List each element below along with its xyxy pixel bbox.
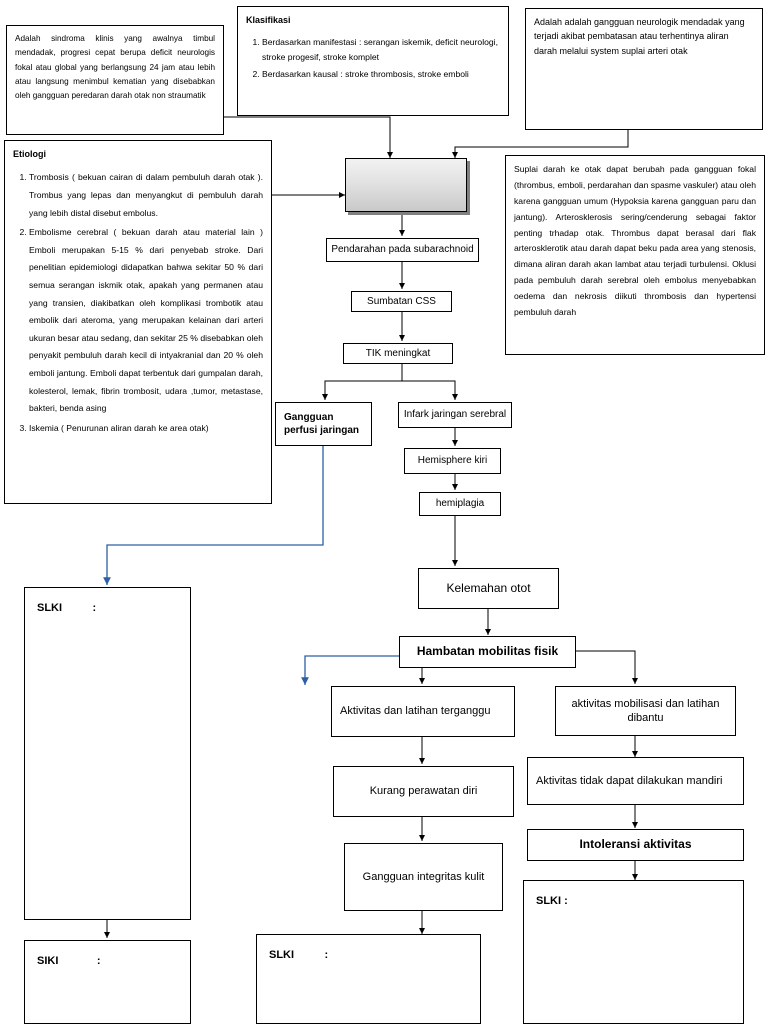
gangguan-perfusi-text: Gangguan perfusi jaringan — [284, 411, 360, 437]
hemiplagia-text: hemiplagia — [435, 498, 485, 510]
pendarahan-text: Pendarahan pada subarachnoid — [331, 244, 474, 256]
aktivitas-terganggu-text: Aktivitas dan latihan terganggu — [340, 705, 491, 718]
klasifikasi-item: Berdasarkan kausal : stroke thrombosis, … — [262, 67, 500, 82]
gangguan-perfusi-box: Gangguan perfusi jaringan — [275, 402, 372, 446]
etiologi-box: Etiologi Trombosis ( bekuan cairan di da… — [4, 140, 272, 504]
pendarahan-subarachnoid-box: Pendarahan pada subarachnoid — [326, 238, 479, 262]
hemisphere-kiri-box: Hemisphere kiri — [404, 448, 501, 474]
gangguan-integritas-text: Gangguan integritas kulit — [362, 870, 485, 883]
definisi-kanan-text: Adalah adalah gangguan neurologik mendad… — [534, 17, 745, 56]
kelemahan-otot-box: Kelemahan otot — [418, 568, 559, 609]
etiologi-item: Trombosis ( bekuan cairan di dalam pembu… — [29, 169, 263, 222]
slki-right-label: SLKI : — [536, 895, 568, 907]
definisi-kanan-box: Adalah adalah gangguan neurologik mendad… — [525, 8, 763, 130]
aktivitas-mandiri-box: Aktivitas tidak dapat dilakukan mandiri — [527, 757, 744, 805]
definisi-kiri-box: Adalah sindroma klinis yang awalnya timb… — [6, 25, 224, 135]
etiologi-list: Trombosis ( bekuan cairan di dalam pembu… — [13, 169, 263, 437]
tik-text: TIK meningkat — [365, 347, 431, 359]
slki-left-label: SLKI — [37, 602, 63, 614]
aktivitas-terganggu-box: Aktivitas dan latihan terganggu — [331, 686, 515, 737]
klasifikasi-item: Berdasarkan manifestasi : serangan iskem… — [262, 35, 500, 64]
sumbatan-text: Sumbatan CSS — [367, 295, 436, 307]
aktivitas-dibantu-text: aktivitas mobilisasi dan latihan dibantu — [571, 697, 720, 724]
siki-left-colon: : — [96, 955, 101, 967]
infark-text: Infark jaringan serebral — [403, 409, 507, 421]
etiologi-item: Embolisme cerebral ( bekuan darah atau m… — [29, 224, 263, 418]
infark-serebral-box: Infark jaringan serebral — [398, 402, 512, 428]
definisi-kiri-text: Adalah sindroma klinis yang awalnya timb… — [15, 34, 215, 101]
aktivitas-mandiri-text: Aktivitas tidak dapat dilakukan mandiri — [536, 774, 723, 787]
patofisiologi-kanan-text: Suplai darah ke otak dapat berubah pada … — [514, 164, 756, 318]
patofisiologi-kanan-box: Suplai darah ke otak dapat berubah pada … — [505, 155, 765, 355]
hemisphere-text: Hemisphere kiri — [417, 455, 488, 467]
slki-mid-label: SLKI — [269, 949, 295, 961]
kelemahan-text: Kelemahan otot — [446, 580, 531, 595]
intoleransi-text: Intoleransi aktivitas — [579, 837, 692, 852]
hemiplagia-box: hemiplagia — [419, 492, 501, 516]
slki-left-colon: : — [92, 602, 97, 614]
slki-mid-colon: : — [324, 949, 329, 961]
slki-left-box: SLKI : — [24, 587, 191, 920]
siki-left-box: SIKI : — [24, 940, 191, 1024]
kurang-perawatan-diri-box: Kurang perawatan diri — [333, 766, 514, 817]
sumbatan-css-box: Sumbatan CSS — [351, 291, 452, 312]
siki-left-label: SIKI — [37, 955, 59, 967]
center-gradient-box — [345, 158, 467, 212]
hambatan-text: Hambatan mobilitas fisik — [416, 644, 559, 659]
gangguan-integritas-kulit-box: Gangguan integritas kulit — [344, 843, 503, 911]
klasifikasi-list: Berdasarkan manifestasi : serangan iskem… — [246, 35, 500, 81]
slki-mid-box: SLKI : — [256, 934, 481, 1024]
tik-meningkat-box: TIK meningkat — [343, 343, 453, 364]
etiologi-item: Iskemia ( Penurunan aliran darah ke area… — [29, 420, 263, 438]
etiologi-title: Etiologi — [13, 149, 46, 159]
klasifikasi-box: Klasifikasi Berdasarkan manifestasi : se… — [237, 6, 509, 116]
hambatan-mobilitas-box: Hambatan mobilitas fisik — [399, 636, 576, 668]
intoleransi-aktivitas-box: Intoleransi aktivitas — [527, 829, 744, 861]
kurang-perawatan-text: Kurang perawatan diri — [369, 785, 478, 798]
aktivitas-dibantu-box: aktivitas mobilisasi dan latihan dibantu — [555, 686, 736, 736]
klasifikasi-title: Klasifikasi — [246, 15, 291, 25]
slki-right-box: SLKI : — [523, 880, 744, 1024]
